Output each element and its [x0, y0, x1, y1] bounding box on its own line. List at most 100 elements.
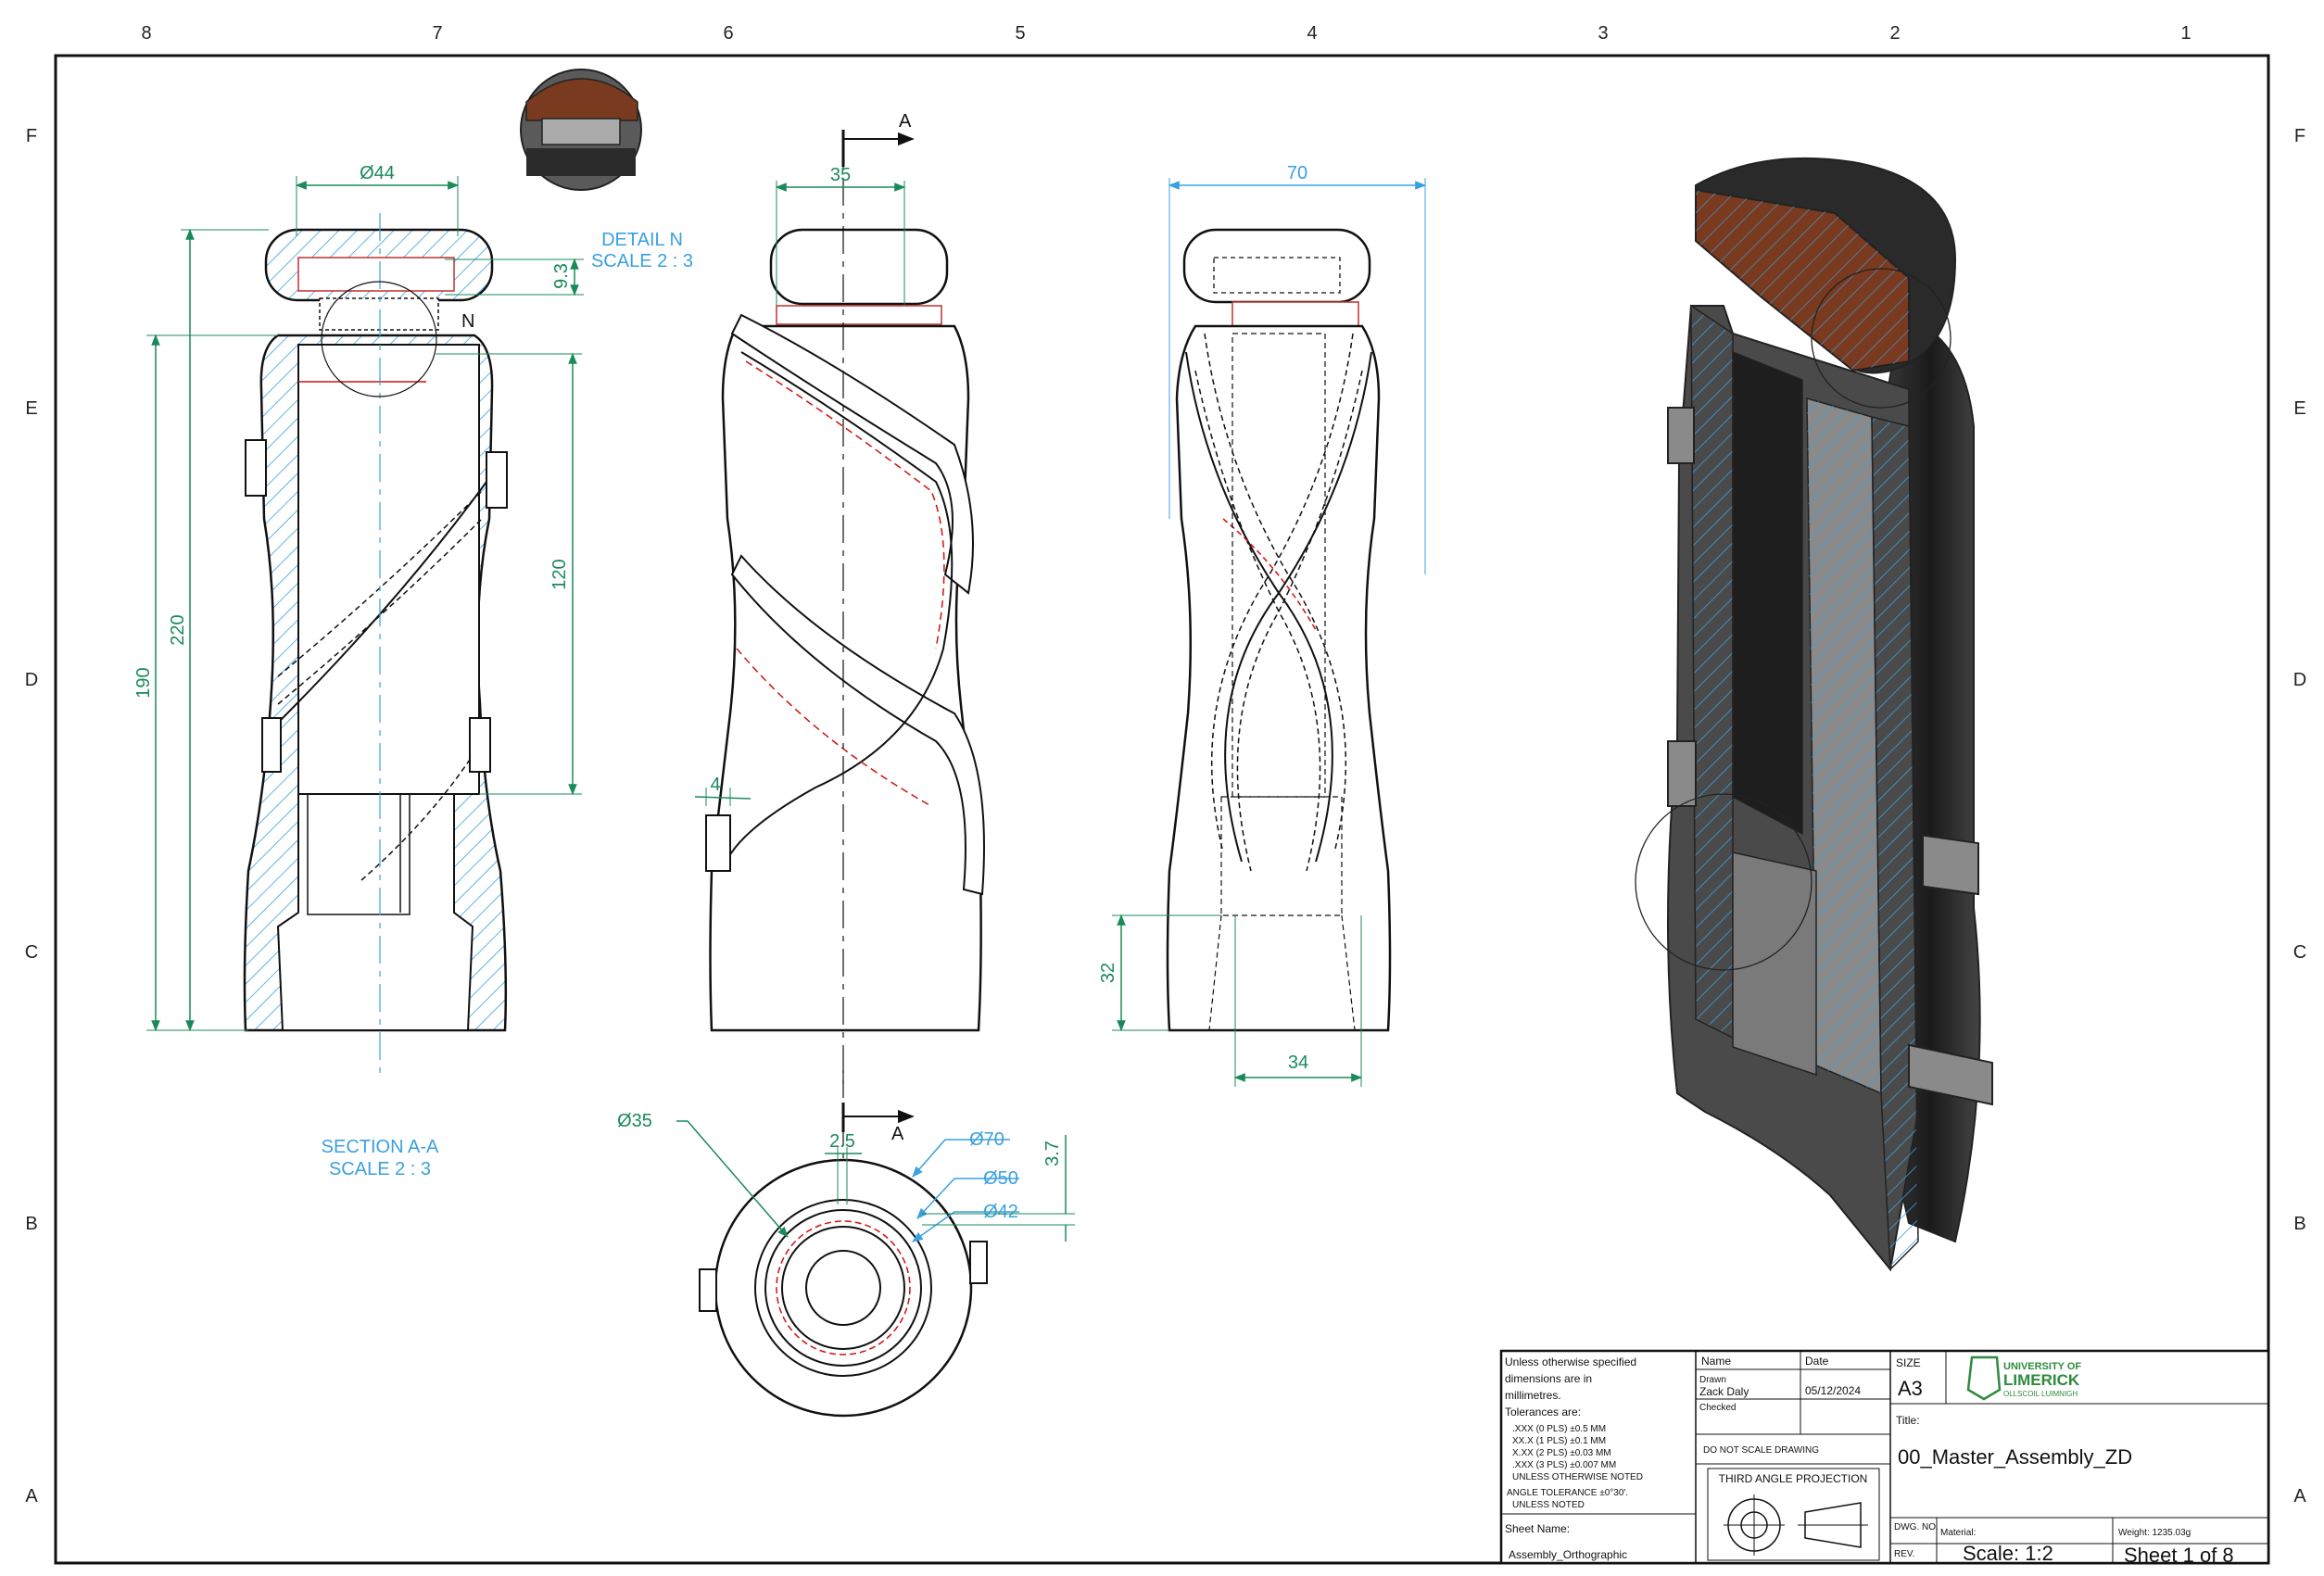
- zone-labels-left: F E D C B A: [25, 126, 39, 1507]
- rev-label: REV.: [1894, 1549, 1914, 1559]
- material-label: Material:: [1940, 1528, 1976, 1538]
- do-not-scale: DO NOT SCALE DRAWING: [1703, 1445, 1819, 1456]
- dim-190: 190: [133, 334, 278, 1032]
- zone-row-e: E: [25, 398, 37, 419]
- angle-tolerance-2: UNLESS NOTED: [1512, 1500, 1585, 1510]
- third-angle-projection-symbol: [1724, 1494, 1868, 1556]
- zone-row-f: F: [26, 126, 37, 146]
- logo-line-3: OLLSCOIL LUIMNIGH: [2003, 1390, 2078, 1398]
- detail-n-marker: N: [461, 311, 474, 332]
- tolerance-5: UNLESS OTHERWISE NOTED: [1512, 1472, 1643, 1482]
- dim-190-text: 190: [133, 667, 154, 698]
- iso-section-face-2-hatch: [1807, 398, 1881, 1093]
- front-spiral-red-2: [736, 648, 932, 807]
- dim-dia35: Ø35: [617, 1111, 789, 1238]
- front-spiral-red: [745, 360, 945, 649]
- section-shaft: [307, 793, 410, 915]
- cut-a-top: A: [841, 111, 915, 167]
- dim-dia35-text: Ø35: [617, 1111, 652, 1131]
- dim-dia44-text: Ø44: [360, 163, 395, 183]
- section-scale: SCALE 2 : 3: [329, 1159, 431, 1179]
- drawn-date: 05/12/2024: [1805, 1384, 1861, 1397]
- iso-section-face: [1690, 304, 1734, 1040]
- date-header: Date: [1805, 1355, 1829, 1368]
- side-view: 70 32 34: [1098, 163, 1427, 1087]
- cut-a-bottom: A: [841, 1103, 915, 1144]
- iso-inner-cavity: [1732, 350, 1803, 836]
- zone-row-d-right: D: [2293, 670, 2306, 690]
- zone-row-b-right: B: [2293, 1214, 2305, 1234]
- university-logo: UNIVERSITY OF LIMERICK OLLSCOIL LUIMNIGH: [1966, 1355, 2081, 1401]
- dim-dia44: Ø44: [295, 163, 460, 236]
- zone-row-e-right: E: [2293, 398, 2305, 419]
- drawn-name: Zack Daly: [1699, 1385, 1749, 1398]
- zone-row-c-right: C: [2293, 942, 2306, 963]
- section-grip-left-lower: [261, 717, 282, 773]
- section-seal: [319, 297, 439, 331]
- zone-col-8: 8: [141, 23, 151, 44]
- zone-row-d: D: [25, 670, 38, 690]
- dim-dia70-text: Ø70: [969, 1129, 1004, 1150]
- bottom-tab-right: [969, 1241, 988, 1284]
- sheet-number: Sheet 1 of 8: [2124, 1544, 2234, 1567]
- dim-120-text: 120: [549, 559, 570, 589]
- sheet-name: Assembly_Orthographic: [1509, 1548, 1627, 1561]
- side-helix-3: [1204, 333, 1346, 853]
- side-helix-6: [1236, 370, 1363, 872]
- dim-35-front: 35: [775, 165, 906, 306]
- side-helix-4: [1211, 333, 1354, 853]
- zone-col-6: 6: [723, 23, 733, 44]
- detail-n-insert: [541, 118, 621, 145]
- section-label: SECTION A-A: [322, 1137, 439, 1157]
- dim-34-text: 34: [1288, 1053, 1308, 1073]
- dim-120: 120: [436, 352, 582, 796]
- side-cap: [1182, 228, 1371, 304]
- dim-32: 32: [1098, 914, 1221, 1032]
- section-spiral-hidden-2: [277, 490, 483, 677]
- section-spiral-solid: [277, 481, 487, 724]
- front-seal: [776, 305, 942, 325]
- drawing-title: 00_Master_Assembly_ZD: [1898, 1445, 2132, 1469]
- dim-2-5-text: 2.5: [829, 1131, 855, 1152]
- side-cap-hidden: [1213, 257, 1341, 294]
- iso-section-face-3: [1871, 416, 1919, 1271]
- dim-4-text: 4: [710, 775, 720, 795]
- side-body: [1166, 324, 1392, 1032]
- dim-220: 220: [168, 228, 269, 1032]
- bottom-ring-1: [754, 1199, 932, 1377]
- section-lower-cavity: [276, 793, 474, 1031]
- isometric-section-view: [1635, 157, 1993, 1272]
- cut-a-top-letter: A: [899, 111, 912, 132]
- zone-col-5: 5: [1015, 23, 1025, 44]
- bottom-ring-2: [764, 1209, 922, 1367]
- iso-grip-1: [1667, 407, 1695, 464]
- dim-32-text: 32: [1098, 963, 1118, 983]
- dim-220-text: 220: [168, 614, 188, 645]
- side-helix-2: [1224, 351, 1372, 863]
- name-header: Name: [1701, 1355, 1731, 1368]
- zone-col-7: 7: [432, 23, 442, 44]
- dim-4: 4: [694, 775, 752, 806]
- iso-cap-hatch: [1696, 190, 1909, 371]
- zone-row-c: C: [25, 942, 38, 963]
- angle-tolerance-1: ANGLE TOLERANCE ±0°30'.: [1507, 1488, 1628, 1498]
- zone-labels-top: 8 7 6 5 4 3 2 1: [141, 23, 2191, 44]
- weight: Weight: 1235.03g: [2118, 1528, 2191, 1538]
- dim-35-front-text: 35: [830, 165, 851, 185]
- logo-line-2: LIMERICK: [2003, 1371, 2080, 1389]
- dim-dia42: Ø42: [912, 1202, 1019, 1242]
- dim-dia50-text: Ø50: [983, 1168, 1018, 1189]
- iso-grip-2: [1922, 834, 1979, 896]
- side-seal: [1231, 301, 1359, 327]
- dim-9-3-text: 9.3: [551, 263, 572, 289]
- dim-3-7-text: 3.7: [1042, 1141, 1063, 1166]
- sheet-name-label: Sheet Name:: [1505, 1522, 1570, 1535]
- size-value: A3: [1898, 1377, 1923, 1400]
- iso-detail-circle-upper: [1811, 268, 1951, 409]
- zone-col-1: 1: [2180, 23, 2191, 44]
- detail-n-cap: [525, 78, 638, 121]
- title-label: Title:: [1896, 1414, 1920, 1427]
- projection-label: THIRD ANGLE PROJECTION: [1719, 1472, 1868, 1485]
- detail-n-label: DETAIL N: [601, 230, 683, 250]
- iso-detail-circle-lower: [1635, 793, 1812, 971]
